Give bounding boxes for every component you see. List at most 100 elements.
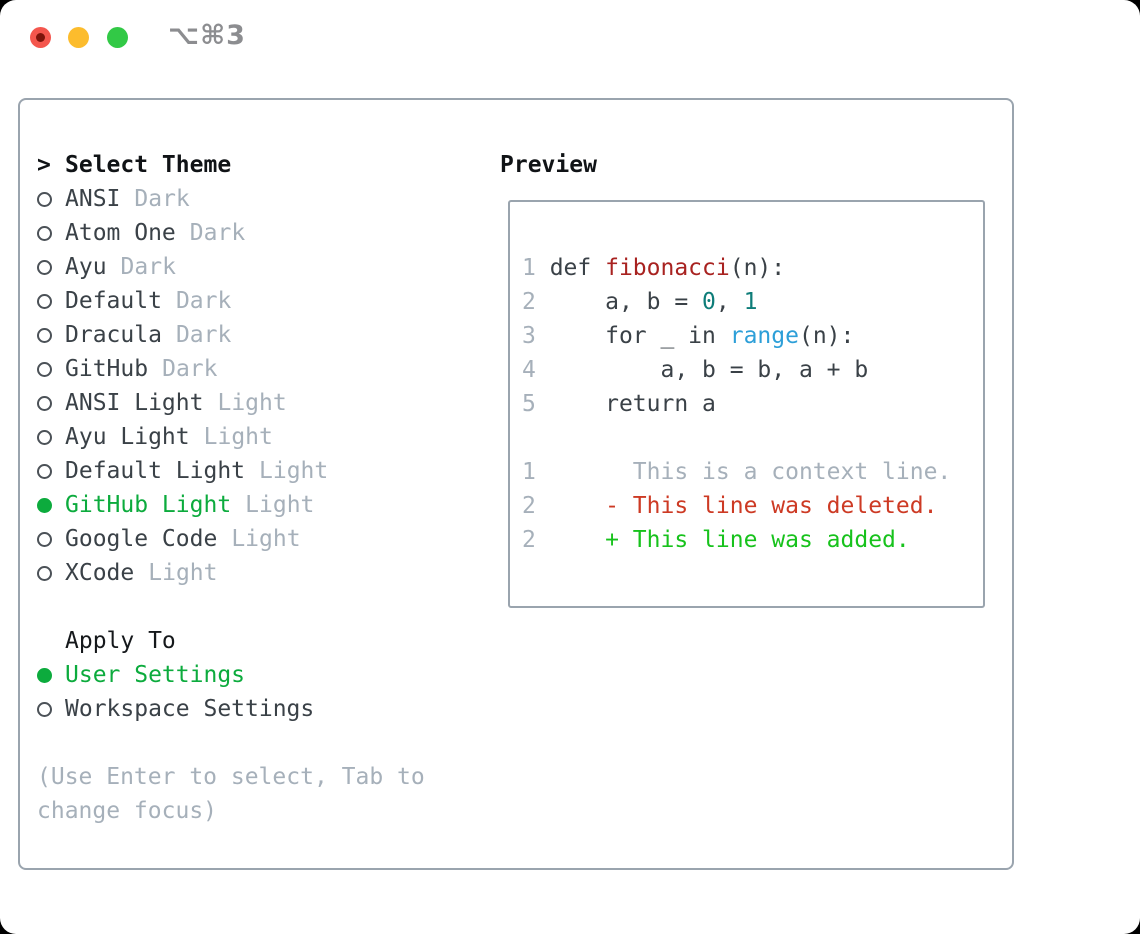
maximize-button[interactable] xyxy=(107,27,128,48)
apply-to-option[interactable]: User Settings xyxy=(37,658,457,692)
code-segment: 0 xyxy=(702,289,716,315)
line-number: 3 xyxy=(522,323,550,349)
radio-icon[interactable] xyxy=(37,395,52,411)
code-segment: 1 xyxy=(743,289,758,315)
radio-icon[interactable] xyxy=(37,701,52,717)
theme-option[interactable]: GitHub Dark xyxy=(37,352,457,386)
theme-option[interactable]: Dracula Dark xyxy=(37,318,457,352)
option-label: ANSI xyxy=(65,186,121,212)
option-label: Ayu xyxy=(65,254,107,280)
preview-header: Preview xyxy=(500,148,985,182)
code-line: 3 for _ in range(n): xyxy=(522,319,983,353)
preview-title: Preview xyxy=(500,152,597,178)
code-segment: a, b = b, a + b xyxy=(549,357,869,383)
line-number xyxy=(522,425,550,451)
close-button[interactable] xyxy=(30,27,51,48)
radio-icon[interactable] xyxy=(37,531,52,547)
line-number: 1 xyxy=(522,255,550,281)
option-label: Default Light xyxy=(65,458,246,484)
spacer xyxy=(37,590,457,624)
radio-icon[interactable] xyxy=(37,327,52,343)
option-label: Default xyxy=(65,288,162,314)
blank-line xyxy=(522,421,983,455)
code-segment: - This line was deleted. xyxy=(549,493,938,519)
option-label: Ayu Light xyxy=(65,424,190,450)
line-number: 2 xyxy=(522,289,550,315)
radio-selected-icon[interactable] xyxy=(37,667,52,683)
code-line: 2 + This line was added. xyxy=(522,523,983,557)
theme-option[interactable]: ANSI Dark xyxy=(37,182,457,216)
theme-option[interactable]: Ayu Dark xyxy=(37,250,457,284)
option-label: Workspace Settings xyxy=(65,696,315,722)
code-segment: fibonacci xyxy=(605,255,730,281)
code-line: 4 a, b = b, a + b xyxy=(522,353,983,387)
radio-icon[interactable] xyxy=(37,293,52,309)
variant-badge: Light xyxy=(231,526,301,552)
titlebar: ⌥⌘3 xyxy=(0,0,1140,74)
radio-icon[interactable] xyxy=(37,429,52,445)
radio-icon[interactable] xyxy=(37,565,52,581)
radio-selected-icon[interactable] xyxy=(37,497,52,513)
code-segment: + This line was added. xyxy=(549,527,910,553)
apply-to-option[interactable]: Workspace Settings xyxy=(37,692,457,726)
theme-option[interactable]: Google Code Light xyxy=(37,522,457,556)
variant-badge: Dark xyxy=(189,220,246,246)
window-title-shortcut: ⌥⌘3 xyxy=(168,20,246,51)
radio-icon[interactable] xyxy=(37,361,52,377)
option-label: Dracula xyxy=(65,322,162,348)
code-segment: def xyxy=(549,255,606,281)
theme-option[interactable]: Ayu Light Light xyxy=(37,420,457,454)
variant-badge: Light xyxy=(148,560,218,586)
code-segment: range xyxy=(729,323,799,349)
variant-badge: Dark xyxy=(162,356,218,382)
variant-badge: Dark xyxy=(175,288,232,314)
radio-icon[interactable] xyxy=(37,191,52,207)
variant-badge: Dark xyxy=(175,322,232,348)
preview-column: Preview 1 def fibonacci(n):2 a, b = 0, 1… xyxy=(500,148,985,608)
variant-badge: Dark xyxy=(120,254,176,280)
option-label: XCode xyxy=(65,560,135,586)
theme-option[interactable]: Atom One Dark xyxy=(37,216,457,250)
select-theme-header: > Select Theme xyxy=(37,148,457,182)
option-label: GitHub xyxy=(65,356,149,382)
radio-icon[interactable] xyxy=(37,225,52,241)
code-line: 1 This is a context line. xyxy=(522,455,983,489)
line-number: 4 xyxy=(522,357,550,383)
option-label: ANSI Light xyxy=(65,390,204,416)
code-line: 1 def fibonacci(n): xyxy=(522,251,983,285)
code-segment: return a xyxy=(549,391,716,417)
radio-icon[interactable] xyxy=(37,463,52,479)
variant-badge: Light xyxy=(203,424,273,450)
minimize-button[interactable] xyxy=(68,27,89,48)
theme-option[interactable]: XCode Light xyxy=(37,556,457,590)
theme-option[interactable]: Default Dark xyxy=(37,284,457,318)
select-theme-title: Select Theme xyxy=(65,152,232,178)
option-label: User Settings xyxy=(65,662,246,688)
code-segment: (n): xyxy=(798,323,855,349)
radio-icon[interactable] xyxy=(37,259,52,275)
code-segment: , xyxy=(715,289,744,315)
option-label: Atom One xyxy=(65,220,176,246)
code-line: 2 - This line was deleted. xyxy=(522,489,983,523)
line-number: 2 xyxy=(522,527,550,553)
apply-to-title: Apply To xyxy=(65,628,176,654)
code-line: 5 return a xyxy=(522,387,983,421)
spacer xyxy=(37,726,457,760)
code-segment: for _ in xyxy=(549,323,730,349)
code-line: 2 a, b = 0, 1 xyxy=(522,285,983,319)
line-number: 1 xyxy=(522,459,550,485)
close-dot-icon xyxy=(36,33,45,42)
hint-text: (Use Enter to select, Tab to change focu… xyxy=(37,764,425,824)
cursor-icon: > xyxy=(37,152,51,178)
option-label: Google Code xyxy=(65,526,218,552)
variant-badge: Dark xyxy=(134,186,190,212)
